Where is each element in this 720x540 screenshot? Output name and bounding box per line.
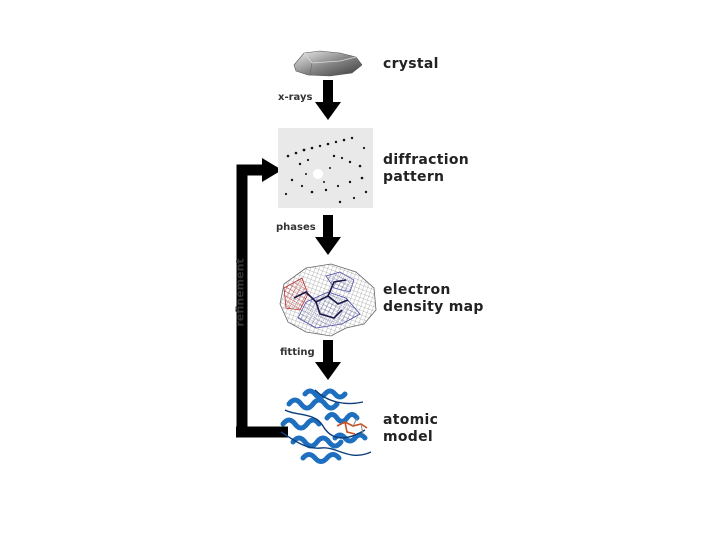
down-arrow-1 (315, 80, 341, 120)
density-map-image (279, 263, 377, 337)
diffraction-image (278, 128, 373, 208)
down-arrow-2 (315, 215, 341, 255)
protein-model-image (280, 388, 372, 464)
stage-label-model: atomic model (383, 412, 439, 445)
refinement-loop-arrow (236, 158, 288, 438)
step-label-xrays: x-rays (278, 92, 313, 103)
stage-label-density: electron density map (383, 282, 484, 315)
stage-label-crystal: crystal (383, 56, 439, 72)
step-label-phases: phases (276, 222, 316, 233)
down-arrow-3 (315, 340, 341, 380)
stage-label-diffraction: diffraction pattern (383, 152, 470, 185)
crystal-image (293, 50, 363, 77)
step-label-fitting: fitting (280, 347, 315, 358)
refinement-label: refinement (233, 258, 247, 327)
